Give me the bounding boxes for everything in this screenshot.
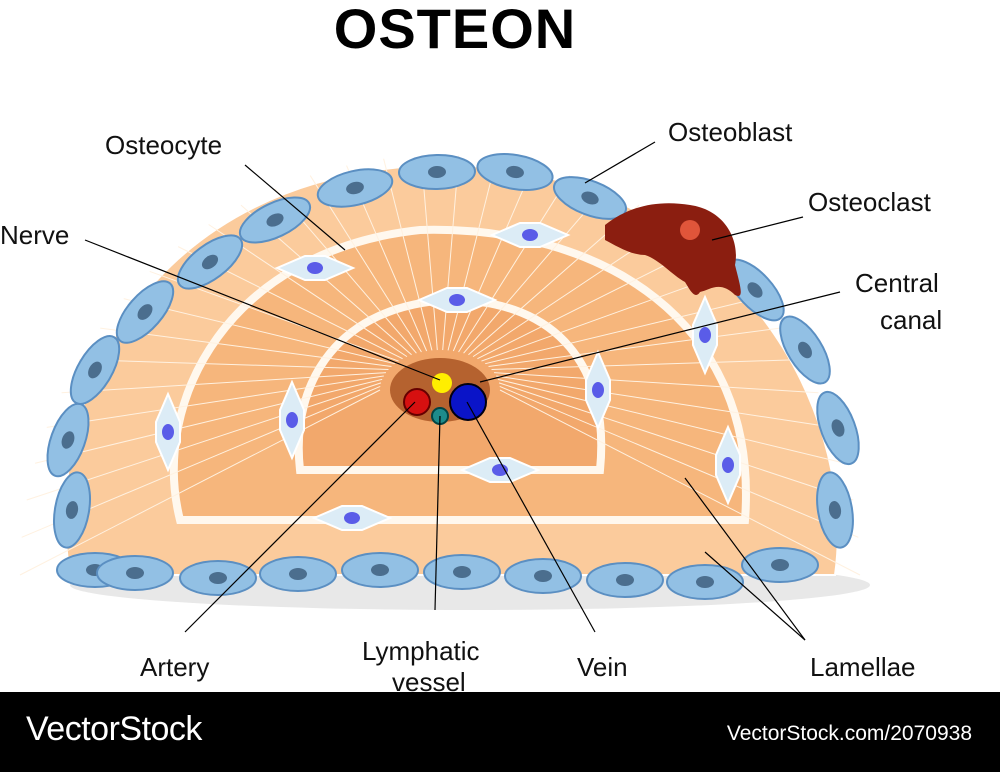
footer-bar: VectorStock VectorStock.com/2070938 xyxy=(0,692,1000,772)
osteoblast-cell xyxy=(69,335,121,405)
nerve-shape xyxy=(432,373,452,393)
osteocyte-cell xyxy=(155,391,181,473)
osteocyte-cell xyxy=(585,349,611,431)
label-lymphatic-1: Lymphatic xyxy=(362,636,480,666)
osteoblast-cell xyxy=(779,315,831,385)
osteoclast-cell xyxy=(605,203,741,296)
osteoblast-cell xyxy=(553,176,627,220)
vein-shape xyxy=(449,383,487,421)
label-lamellae: Lamellae xyxy=(810,652,916,682)
osteoblast-cell xyxy=(504,558,582,594)
osteocyte-cell xyxy=(692,294,718,376)
osteoblast-cell xyxy=(586,562,664,598)
osteocyte-cell xyxy=(279,379,305,461)
label-osteoclast: Osteoclast xyxy=(808,187,931,217)
osteocyte-cell xyxy=(715,424,741,506)
label-central-canal-2: canal xyxy=(880,305,943,335)
label-vein: Vein xyxy=(577,652,628,682)
label-osteoblast: Osteoblast xyxy=(668,117,793,147)
osteocyte-cell xyxy=(489,222,571,248)
osteoblast-cell xyxy=(666,564,744,600)
osteoblast-cell xyxy=(53,471,91,549)
osteon-diagram xyxy=(19,141,870,641)
diagram-title: OSTEON xyxy=(333,0,577,60)
label-central-canal-1: Central xyxy=(855,268,939,298)
osteoblast-cell xyxy=(176,234,244,290)
osteoblast-cell xyxy=(423,554,501,590)
osteocyte-cell xyxy=(416,287,498,313)
osteoblast-cell xyxy=(816,390,860,466)
label-lymphatic-2: vessel xyxy=(392,667,466,692)
label-artery: Artery xyxy=(140,652,210,682)
label-osteocyte: Osteocyte xyxy=(105,130,223,160)
osteoclast-nucleus xyxy=(680,220,700,240)
osteoblast-cell xyxy=(259,556,337,592)
osteoblast-cell xyxy=(741,547,819,583)
osteoblast-cell xyxy=(398,153,476,191)
stock-id: VectorStock.com/2070938 xyxy=(726,722,972,745)
osteoblast-cell xyxy=(816,471,854,549)
osteoblast-layer xyxy=(46,153,860,600)
osteocyte-cell xyxy=(311,505,393,531)
osteoblast-cell xyxy=(115,280,175,344)
osteoblast-cell xyxy=(476,153,554,191)
leader-lines xyxy=(84,141,841,641)
osteocytes xyxy=(155,222,741,531)
artery-shape xyxy=(403,388,431,416)
osteoblast-cell xyxy=(238,196,312,244)
osteoblast-cell xyxy=(96,555,174,591)
osteoblast-cell xyxy=(341,552,419,588)
osteoblast-cell xyxy=(179,560,257,596)
label-nerve: Nerve xyxy=(0,220,70,250)
brand-logo: VectorStock xyxy=(26,710,202,748)
osteocyte-cell xyxy=(459,457,541,483)
osteoblast-cell xyxy=(316,168,394,208)
osteocyte-cell xyxy=(274,255,356,281)
